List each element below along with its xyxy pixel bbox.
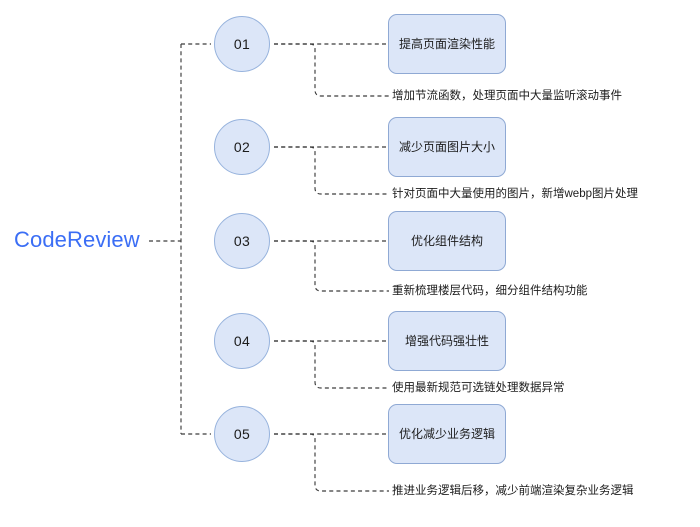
root-label[interactable]: CodeReview	[14, 227, 140, 252]
connector-node-04-to-desc	[274, 340, 389, 389]
node-box-04[interactable]: 增强代码强壮性	[388, 311, 506, 371]
node-box-title: 增强代码强壮性	[404, 334, 489, 348]
node-circle-number: 02	[233, 139, 251, 155]
connector-node-03-to-desc	[274, 240, 389, 292]
node-box-01[interactable]: 提高页面渲染性能	[388, 14, 506, 74]
node-circle-05[interactable]: 05	[214, 406, 270, 462]
node-circle-02[interactable]: 02	[214, 119, 270, 175]
node-box-title: 优化减少业务逻辑	[398, 427, 495, 441]
connector-node-01-to-desc	[274, 43, 389, 97]
node-box-title: 提高页面渲染性能	[398, 37, 495, 51]
node-box-title: 优化组件结构	[410, 234, 483, 248]
node-circle-number: 04	[233, 333, 251, 349]
node-box-05[interactable]: 优化减少业务逻辑	[388, 404, 506, 464]
node-box-02[interactable]: 减少页面图片大小	[388, 117, 506, 177]
node-box-title: 减少页面图片大小	[398, 140, 495, 154]
node-circle-04[interactable]: 04	[214, 313, 270, 369]
connector-node-02-to-desc	[274, 146, 389, 195]
node-circle-number: 01	[233, 36, 251, 52]
node-description-02: 针对页面中大量使用的图片，新增webp图片处理	[392, 188, 638, 200]
node-circle-number: 03	[233, 233, 251, 249]
node-description-03: 重新梳理楼层代码，细分组件结构功能	[392, 285, 588, 297]
node-circle-01[interactable]: 01	[214, 16, 270, 72]
node-circle-number: 05	[233, 426, 251, 442]
node-description-04: 使用最新规范可选链处理数据异常	[392, 382, 565, 394]
node-circle-03[interactable]: 03	[214, 213, 270, 269]
node-description-01: 增加节流函数，处理页面中大量监听滚动事件	[392, 90, 622, 102]
connector-node-05-to-desc	[274, 433, 389, 492]
node-description-05: 推进业务逻辑后移，减少前端渲染复杂业务逻辑	[392, 485, 634, 497]
node-box-03[interactable]: 优化组件结构	[388, 211, 506, 271]
